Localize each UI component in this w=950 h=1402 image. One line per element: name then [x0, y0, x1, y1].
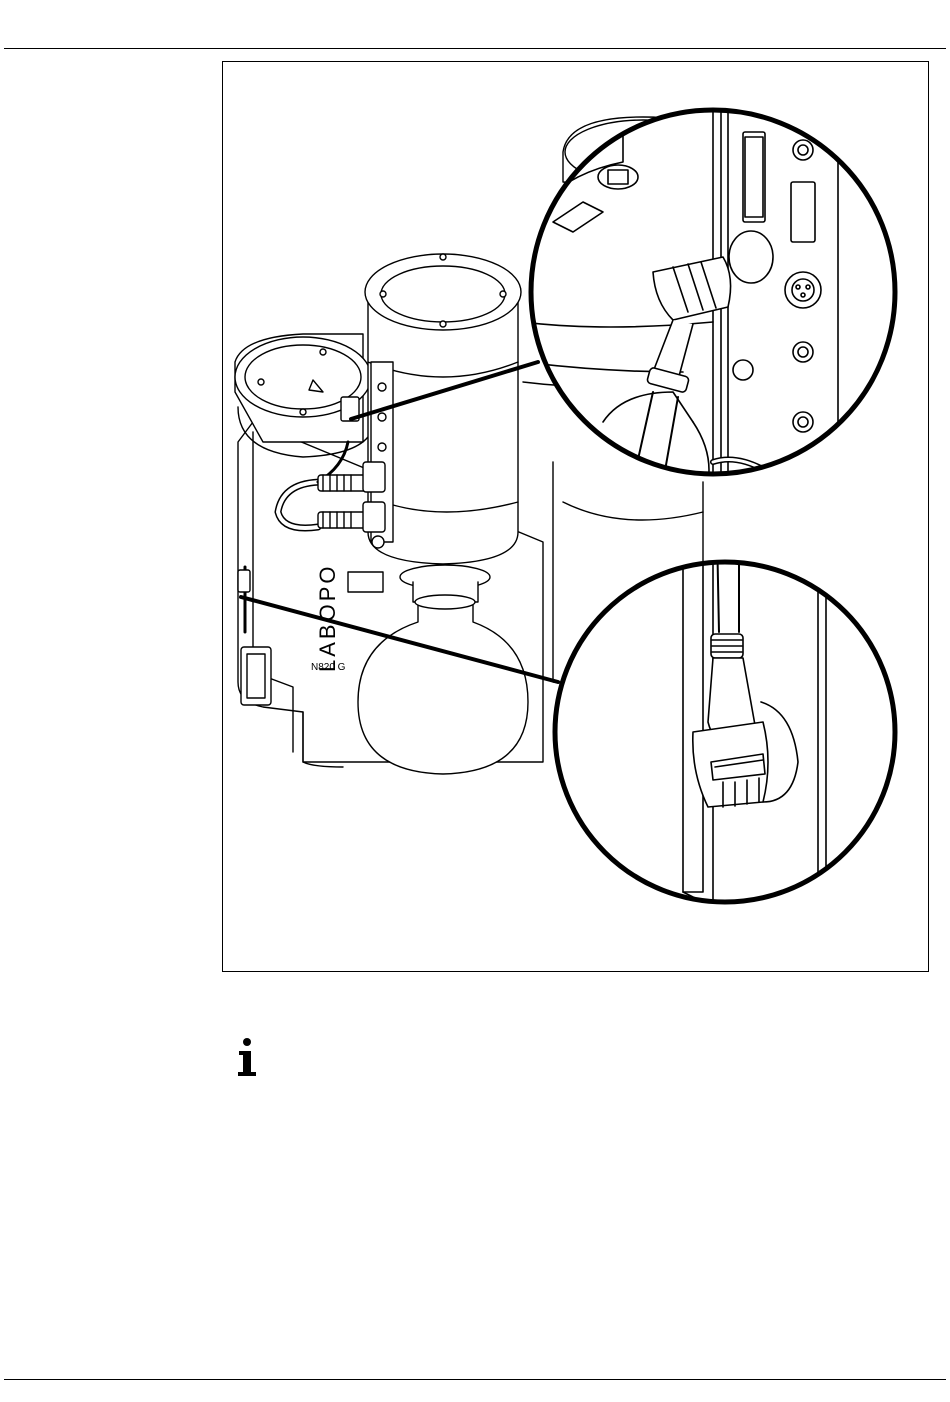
- figure-frame: LABOPO N820 G: [222, 61, 929, 972]
- info-icon: [236, 1037, 258, 1079]
- pump-model-label: N820 G: [311, 662, 346, 673]
- header-rule: [4, 48, 946, 49]
- pump-illustration: LABOPO N820 G: [223, 62, 929, 972]
- footer-rule: [4, 1379, 946, 1380]
